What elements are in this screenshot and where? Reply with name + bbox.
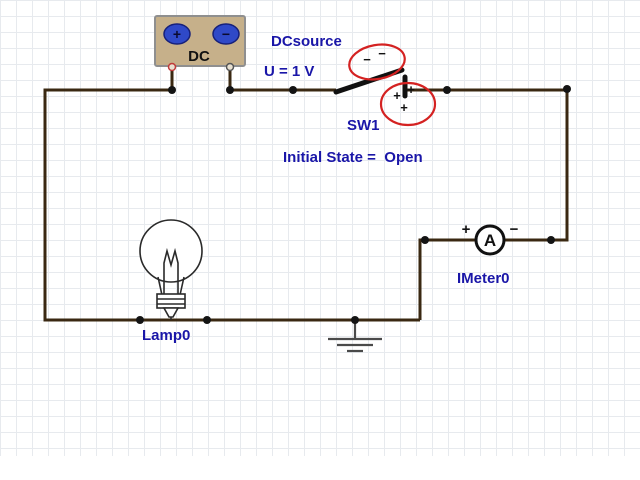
lamp-base: [156, 293, 186, 309]
junction-dot: [203, 316, 211, 324]
wire-left-branch[interactable]: [43, 70, 174, 322]
dc-left-pin[interactable]: [167, 62, 177, 72]
canvas-bottom-margin: [0, 456, 640, 480]
switch-component[interactable]: [333, 67, 408, 99]
ammeter-component[interactable]: A + −: [462, 221, 519, 256]
dc-body-label: DC: [188, 48, 210, 65]
dc-minus-symbol: −: [222, 26, 230, 42]
minus-mark: −: [378, 46, 386, 61]
lamp-tip: [162, 307, 180, 320]
lamp-filament: [163, 247, 179, 294]
annotation-circle-minus: [348, 43, 406, 81]
junction-dot: [421, 236, 429, 244]
junction-dot: [289, 86, 297, 94]
junction-dots: [136, 85, 571, 324]
lamp-neck: [157, 276, 185, 296]
minus-mark: −: [363, 52, 371, 67]
lamp-name-label[interactable]: Lamp0: [142, 327, 191, 344]
switch-name-label[interactable]: SW1: [347, 117, 380, 134]
junction-dot: [443, 86, 451, 94]
positive-cap-icon: [163, 23, 191, 45]
junction-dot: [168, 86, 176, 94]
ammeter-symbol: A: [484, 231, 496, 250]
plus-mark: +: [393, 88, 401, 103]
dcsource-voltage-label: U = 1 V: [264, 63, 315, 80]
dc-right-pin[interactable]: [225, 62, 235, 72]
junction-dot: [226, 86, 234, 94]
lamp-bulb-icon[interactable]: [139, 219, 203, 283]
ammeter-minus-symbol: −: [510, 221, 519, 238]
ammeter-plus-symbol: +: [462, 221, 471, 238]
ammeter-name-label[interactable]: IMeter0: [457, 270, 510, 287]
junction-dot: [563, 85, 571, 93]
wires: [43, 70, 569, 322]
switch-charge-marks: − − + + +: [363, 46, 415, 115]
switch-state-label: Initial State = Open: [283, 149, 423, 166]
negative-cap-icon: [212, 23, 240, 45]
plus-mark: +: [400, 100, 408, 115]
annotation-circle-plus: [379, 81, 437, 127]
ground-symbol[interactable]: [328, 320, 382, 353]
ammeter-face[interactable]: [474, 224, 506, 256]
switch-blade[interactable]: [333, 67, 405, 95]
dcsource-name-label[interactable]: DCsource: [271, 33, 342, 50]
lamp-component[interactable]: [139, 219, 203, 320]
junction-dot: [136, 316, 144, 324]
wire-ammeter-left[interactable]: [418, 238, 476, 320]
junction-dot: [351, 316, 359, 324]
lamp-threads: [157, 298, 185, 305]
wire-switch-to-ammeter[interactable]: [404, 88, 569, 242]
junction-dot: [547, 236, 555, 244]
dc-source-component[interactable]: + − DC: [154, 15, 246, 72]
plus-mark: +: [407, 82, 415, 97]
dc-plus-symbol: +: [173, 26, 181, 42]
